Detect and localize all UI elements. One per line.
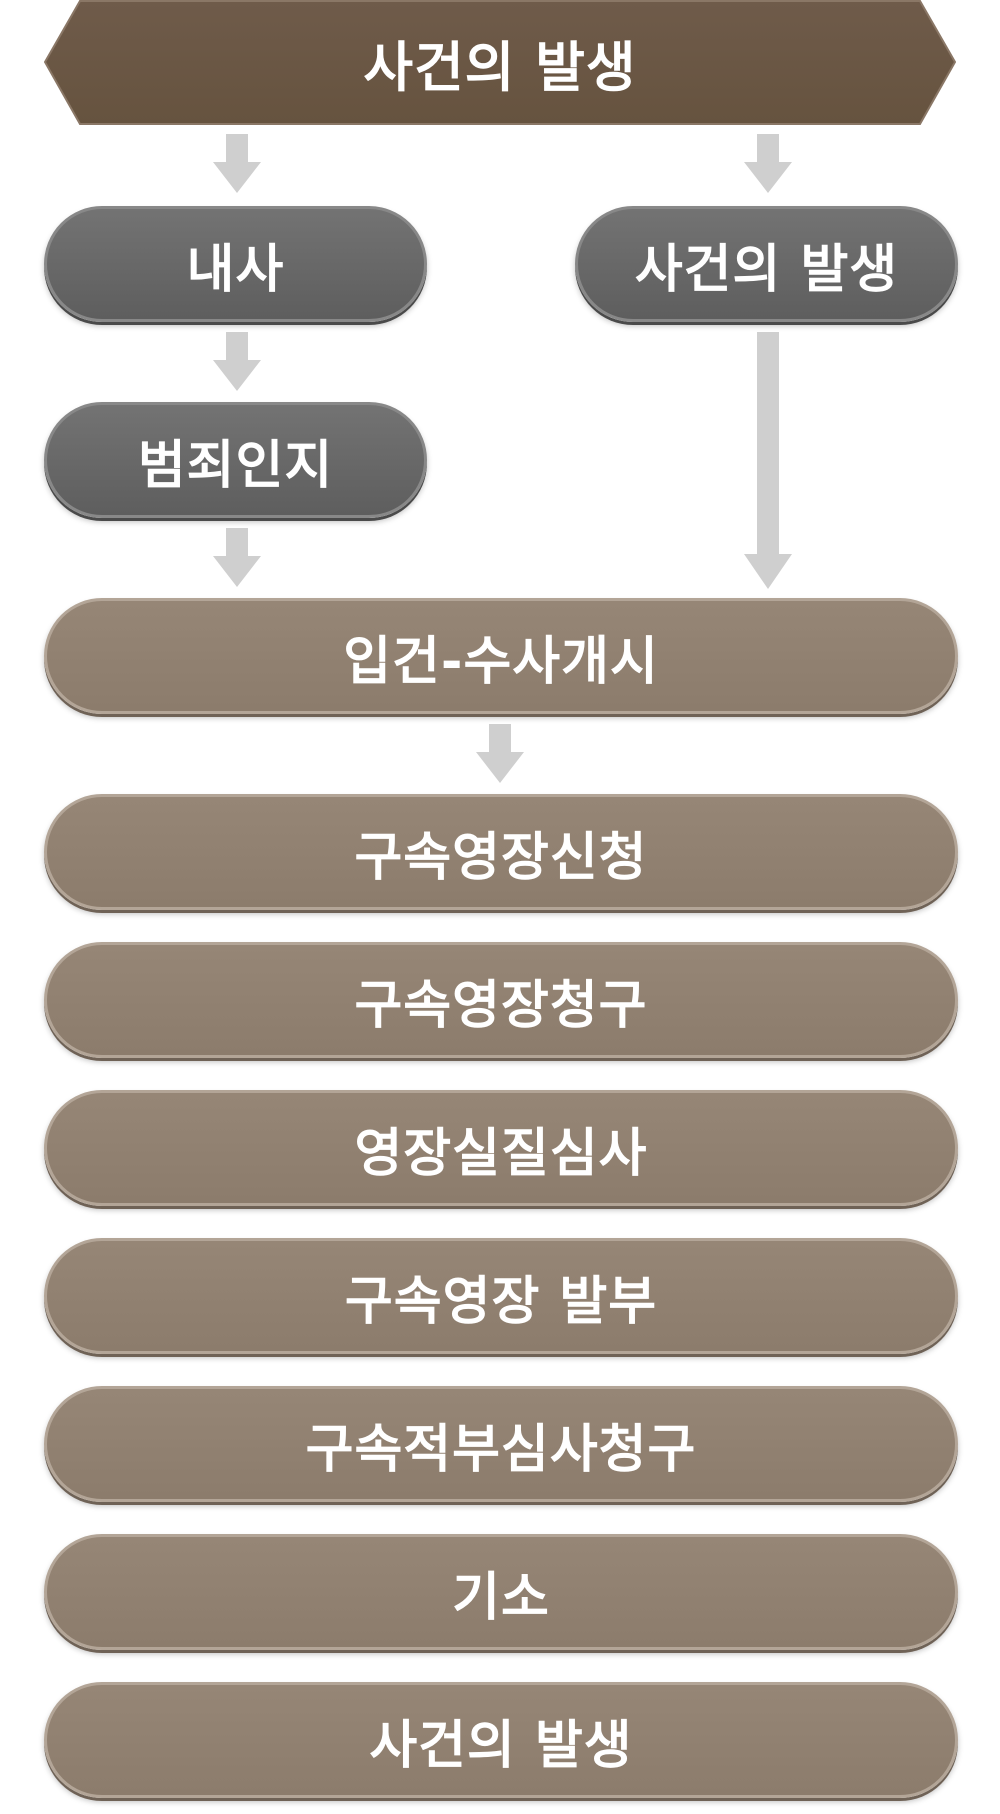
step-warrant-issuance: 구속영장 발부 [44, 1238, 958, 1354]
step-incident-occurrence-bottom: 사건의 발생 [44, 1682, 958, 1798]
step-incident-occurrence-right: 사건의 발생 [575, 206, 958, 322]
step-warrant-application: 구속영장신청 [44, 794, 958, 910]
step-case-registration: 입건-수사개시 [44, 598, 958, 714]
long-arrow-down-icon [744, 332, 792, 589]
step-warrant-hearing: 영장실질심사 [44, 1090, 958, 1206]
top-banner-shape [44, 0, 956, 125]
step-indictment: 기소 [44, 1534, 958, 1650]
step-warrant-request: 구속영장청구 [44, 942, 958, 1058]
top-banner: 사건의 발생 [44, 0, 956, 125]
arrow-down-icon [744, 134, 792, 193]
step-crime-recognition: 범죄인지 [44, 402, 427, 518]
arrow-down-icon [476, 724, 524, 783]
arrow-down-icon [213, 528, 261, 587]
top-banner-label: 사건의 발생 [363, 36, 637, 99]
arrow-down-icon [213, 134, 261, 193]
arrow-down-icon [213, 332, 261, 391]
step-internal-investigation: 내사 [44, 206, 427, 322]
step-detention-review: 구속적부심사청구 [44, 1386, 958, 1502]
